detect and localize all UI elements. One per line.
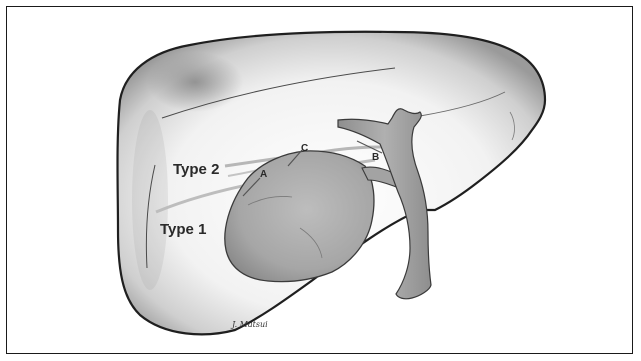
label-point-a: A: [260, 169, 267, 180]
liver-shadow: [132, 110, 168, 290]
label-type-1: Type 1: [160, 221, 206, 238]
artist-signature: J. Matsui: [230, 320, 268, 329]
label-point-b: B: [372, 152, 379, 163]
label-type-2: Type 2: [173, 161, 219, 178]
label-point-c: C: [301, 143, 308, 154]
liver-shadow: [147, 52, 243, 112]
